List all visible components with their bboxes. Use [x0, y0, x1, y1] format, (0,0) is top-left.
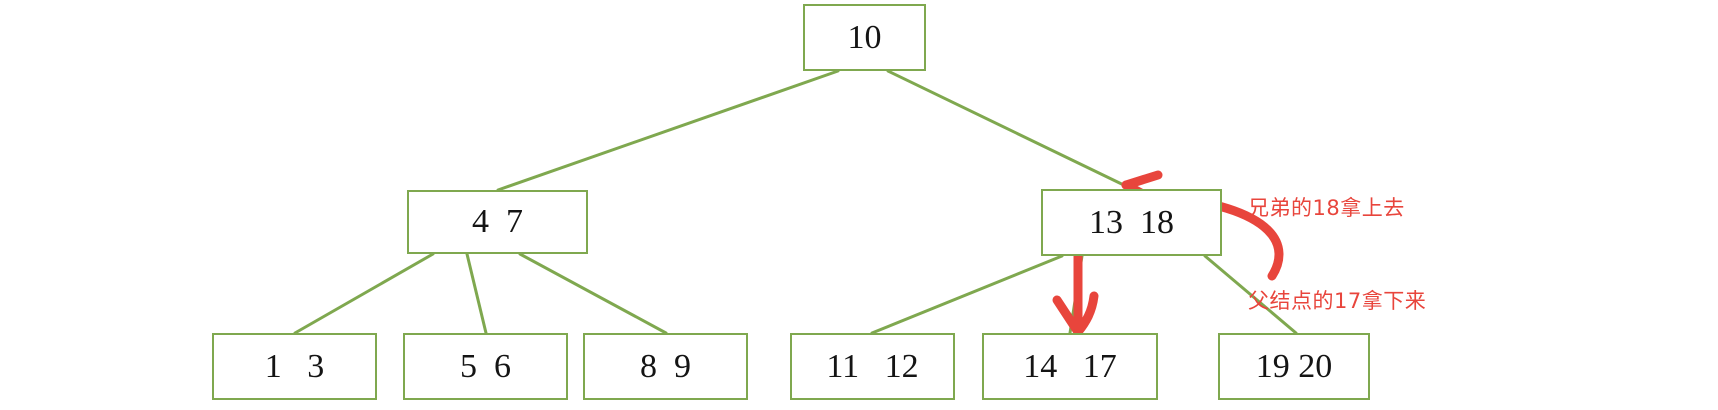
edge-right-to-leaf3	[870, 254, 1064, 335]
annotation-line-2: 父结点的17拿下来	[1248, 289, 1427, 313]
push-down-arrow	[1052, 247, 1099, 337]
node-internal-right[interactable]: 13 18	[1041, 189, 1222, 256]
node-leaf-8-9-keys: 8 9	[640, 347, 691, 385]
edge-left-to-leaf2	[518, 252, 668, 335]
node-leaf-5-6-keys: 5 6	[460, 347, 511, 385]
node-internal-left-keys: 4 7	[472, 203, 523, 240]
node-leaf-1-3[interactable]: 1 3	[212, 333, 377, 400]
node-leaf-11-12-keys: 11 12	[826, 347, 919, 385]
node-root[interactable]: 10	[803, 4, 926, 71]
node-internal-right-keys: 13 18	[1089, 203, 1174, 241]
node-leaf-19-20[interactable]: 19 20	[1218, 333, 1370, 400]
node-leaf-11-12[interactable]: 11 12	[790, 333, 955, 400]
node-root-keys: 10	[847, 18, 882, 56]
node-leaf-8-9[interactable]: 8 9	[583, 333, 748, 400]
node-leaf-1-3-keys: 1 3	[264, 347, 325, 385]
edge-right-to-leaf4	[1068, 254, 1084, 335]
node-leaf-14-17-keys: 14 17	[1023, 347, 1117, 385]
node-leaf-14-17[interactable]: 14 17	[982, 333, 1158, 400]
edge-left-to-leaf1	[465, 252, 488, 335]
node-internal-left[interactable]: 4 7	[407, 190, 588, 254]
edge-root-to-right	[886, 69, 1134, 191]
edge-left-to-leaf0	[293, 252, 435, 335]
annotation-text: 兄弟的18拿上去 父结点的17拿下来	[1248, 131, 1426, 379]
annotation-line-1: 兄弟的18拿上去	[1248, 196, 1405, 220]
node-leaf-5-6[interactable]: 5 6	[403, 333, 568, 400]
edge-root-to-left	[496, 69, 840, 192]
node-leaf-19-20-keys: 19 20	[1255, 347, 1333, 385]
